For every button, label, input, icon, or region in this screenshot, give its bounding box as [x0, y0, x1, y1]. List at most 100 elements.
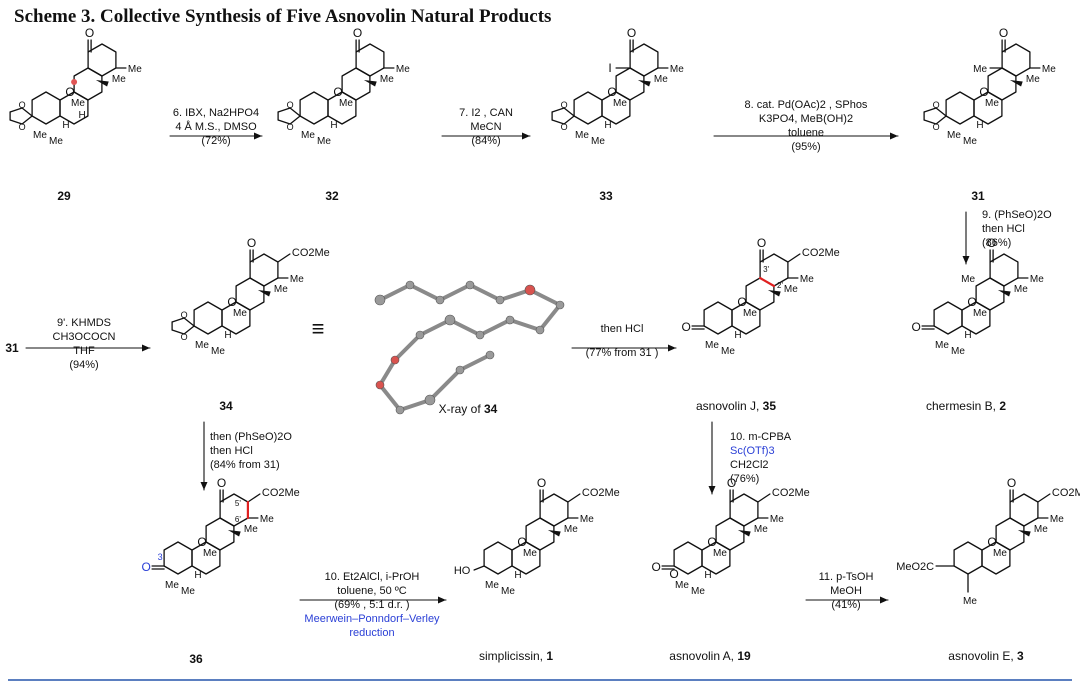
lactone-oxygen: O	[669, 567, 678, 581]
hydroxyl-label: HO	[454, 565, 471, 577]
xray-atom	[485, 350, 495, 360]
reagent-text-s_hcl: (77% from 31 )	[586, 347, 659, 359]
methyl-label: Me	[591, 136, 605, 147]
arrow-step-hcl	[668, 344, 676, 352]
acetal-oxygen: O	[181, 310, 188, 320]
methyl-label: Me	[233, 308, 247, 319]
arrow-step-selenium	[200, 482, 208, 490]
bond	[277, 119, 291, 125]
methyl-label: Me	[993, 548, 1007, 559]
ring-oxygen: O	[979, 85, 988, 99]
xray-atom	[374, 294, 386, 306]
bond	[528, 288, 562, 307]
reagent-text-s6: 4 Å M.S., DMSO	[175, 120, 257, 133]
ketone-oxygen: O	[217, 476, 226, 490]
methyl-label: Me	[935, 340, 949, 351]
reagent-text-s10a: Sc(OTf)3	[730, 445, 775, 457]
wedge-bond	[1017, 530, 1031, 537]
bond	[9, 119, 23, 125]
bond	[428, 368, 462, 402]
compound-asnovolin-e: OOMeMeMeCO2MeMeO2CMe	[896, 476, 1080, 607]
methyl-label: Me	[947, 130, 961, 141]
wedge-bond	[1009, 80, 1023, 87]
ketone-oxygen: O	[627, 26, 636, 40]
methyl-label: Me	[290, 274, 304, 285]
reagent-text-s10b: toluene, 50 ºC	[337, 585, 407, 597]
ring-oxygen: O	[227, 295, 236, 309]
reagent-text-s10b: (69% , 5:1 d.r. )	[334, 599, 409, 611]
ester-label: CO2Me	[772, 487, 810, 499]
arrow-step-11	[880, 596, 888, 604]
bond	[408, 283, 442, 302]
bond	[418, 318, 452, 337]
reagent-text-s_sel: (84% from 31)	[210, 459, 280, 471]
ester-label: MeO2C	[896, 561, 934, 573]
reagent-text-s9p: 9'. KHMDS	[57, 317, 111, 329]
methyl-label: Me	[1042, 64, 1056, 75]
ring	[193, 301, 223, 335]
equivalence-symbol: ≡	[312, 316, 325, 341]
methyl-label: Me	[317, 136, 331, 147]
ketone-oxygen: O	[727, 476, 736, 490]
ring	[953, 541, 983, 575]
reagent-text-s10a: 10. m-CPBA	[730, 431, 792, 443]
xray-atom	[375, 380, 385, 390]
methyl-label: Me	[691, 586, 705, 597]
bond	[393, 333, 422, 362]
bond	[289, 115, 301, 125]
bond	[758, 276, 776, 288]
wedge-bond	[737, 530, 751, 537]
acetal-oxygen: O	[933, 122, 940, 132]
bond	[171, 329, 185, 335]
ketone-oxygen: O	[141, 560, 150, 574]
ketone-oxygen: O	[757, 236, 766, 250]
ester-label: CO2Me	[802, 247, 840, 259]
methyl-label: Me	[961, 274, 975, 285]
reagent-text-s10a: CH2Cl2	[730, 459, 769, 471]
methyl-label: Me	[973, 308, 987, 319]
ketone-oxygen: O	[85, 26, 94, 40]
xray-atom	[555, 300, 565, 310]
arrow-step-8	[890, 132, 898, 140]
hydrogen-label: H	[734, 330, 741, 341]
xray-atom	[405, 280, 415, 290]
ketone-oxygen: O	[247, 236, 256, 250]
arrow-step-7	[522, 132, 530, 140]
wedge-bond	[227, 530, 241, 537]
ester-label: CO2Me	[262, 487, 300, 499]
reagent-text-s_hcl: then HCl	[601, 323, 644, 335]
bond	[448, 318, 482, 337]
methyl-label: Me	[523, 548, 537, 559]
acetal-oxygen: O	[561, 100, 568, 110]
reagent-text-s8: K3PO4, MeB(OH)2	[759, 113, 853, 125]
ester-label: CO2Me	[1052, 487, 1080, 499]
position-label: 2'	[777, 281, 783, 290]
ketone-oxygen: O	[651, 560, 660, 574]
methyl-label: Me	[963, 136, 977, 147]
position-label: 3'	[763, 265, 769, 274]
methyl-label: Me	[743, 308, 757, 319]
methyl-label: Me	[721, 346, 735, 357]
compound-label-c31a: 31	[971, 189, 985, 203]
reagent-text-s10b: Meerwein–Ponndorf–Verley	[304, 613, 440, 625]
ring-oxygen: O	[967, 295, 976, 309]
position-label: 6'	[235, 515, 241, 524]
bond	[935, 107, 947, 117]
ketone-oxygen: O	[911, 320, 920, 334]
arrow-step-10a	[708, 486, 716, 494]
ring-oxygen: O	[987, 535, 996, 549]
bond	[183, 317, 195, 327]
bond	[21, 107, 33, 117]
methyl-label: Me	[613, 98, 627, 109]
ring	[31, 91, 61, 125]
ring	[483, 541, 513, 575]
xray-atom	[395, 405, 405, 415]
wedge-bond	[547, 530, 561, 537]
hydrogen-label: H	[514, 570, 521, 581]
